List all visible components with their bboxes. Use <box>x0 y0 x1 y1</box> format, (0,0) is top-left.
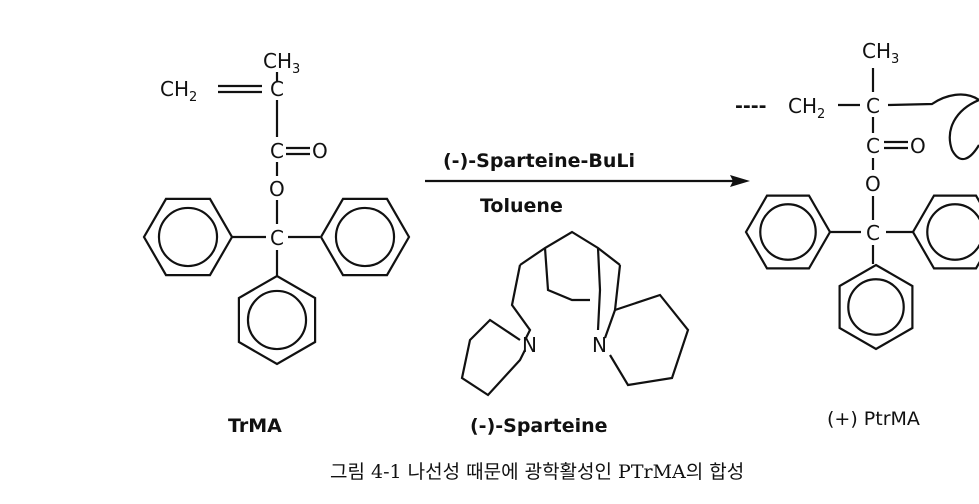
methylene-group: CH2 <box>788 94 825 122</box>
reaction-arrow: (-)-Sparteine-BuLi Toluene <box>425 150 750 217</box>
carbon-atom: C <box>270 77 284 101</box>
ptrma-molecule: CH3 ---- CH2 C C O O C (+) PtrMA <box>735 39 979 430</box>
aromatic-circle <box>759 203 817 261</box>
helix-loop <box>948 98 979 161</box>
phenyl-ring-bottom <box>237 274 317 366</box>
carbonyl-carbon: C <box>270 139 284 163</box>
ptrma-label: (+) PtrMA <box>827 408 920 430</box>
methyl-group: CH3 <box>862 39 899 67</box>
oxygen-atom: O <box>312 139 328 163</box>
trma-label: TrMA <box>228 415 282 437</box>
hexagon <box>911 194 979 270</box>
hexagon <box>319 197 411 277</box>
aromatic-circle <box>334 206 396 268</box>
reagent-label: (-)-Sparteine-BuLi <box>443 150 635 172</box>
trityl-carbon: C <box>866 221 880 245</box>
chain-continuation: ---- <box>735 95 767 117</box>
hexagon <box>744 194 832 270</box>
ring-bond <box>603 264 622 339</box>
figure-caption: 그림 4-1 나선성 때문에 광학활성인 PTrMA의 합성 <box>330 461 744 483</box>
carbonyl-carbon: C <box>866 134 880 158</box>
aromatic-circle <box>246 289 308 351</box>
sparteine-structure: N N (-)-Sparteine <box>460 230 690 437</box>
methyl-group: CH3 <box>263 49 300 77</box>
ring-bond <box>510 264 532 341</box>
ring-bond <box>596 247 602 331</box>
phenyl-ring-right <box>319 197 411 277</box>
piperidine-ring <box>609 293 690 387</box>
aromatic-circle <box>926 203 979 261</box>
ester-oxygen: O <box>269 177 285 201</box>
ester-oxygen: O <box>865 172 881 196</box>
nitrogen-atom-2: N <box>592 333 607 357</box>
phenyl-ring-bottom <box>838 263 914 351</box>
aromatic-circle <box>847 278 905 336</box>
backbone-carbon: C <box>866 94 880 118</box>
phenyl-ring-right <box>911 194 979 270</box>
nitrogen-atom-1: N <box>522 333 537 357</box>
sparteine-label: (-)-Sparteine <box>470 415 608 437</box>
oxygen-atom: O <box>910 134 926 158</box>
hexagon <box>237 274 317 366</box>
hexagon <box>142 197 234 277</box>
solvent-label: Toluene <box>480 195 563 217</box>
vinyl-group: CH2 <box>160 77 197 105</box>
helix-bond <box>887 93 979 107</box>
aromatic-circle <box>157 206 219 268</box>
hexagon <box>838 263 914 351</box>
phenyl-ring-left <box>744 194 832 270</box>
trityl-carbon: C <box>270 226 284 250</box>
phenyl-ring-left <box>142 197 234 277</box>
quinolizidine-ring <box>460 318 526 397</box>
bridge-bond <box>519 230 621 266</box>
trma-molecule: CH3 CH2 C C O O C TrMA <box>142 49 411 437</box>
ring-bond <box>543 247 590 302</box>
arrow-head <box>730 175 750 187</box>
